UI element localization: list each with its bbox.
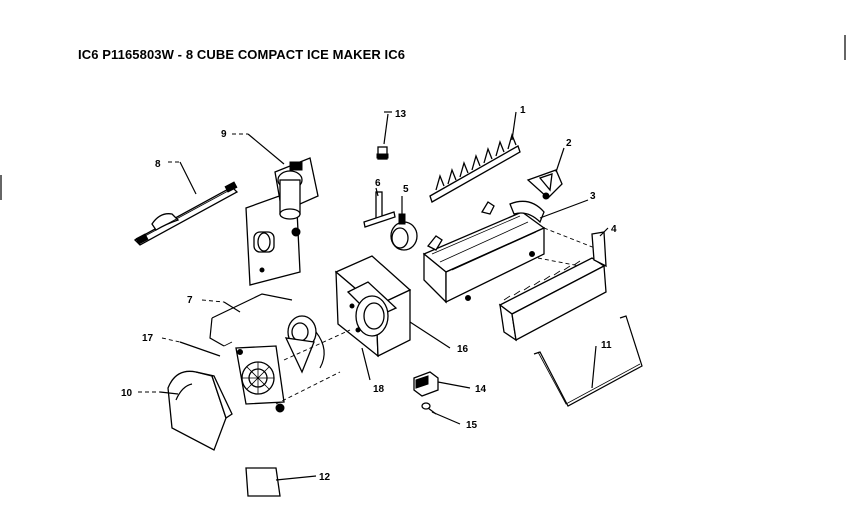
- leader-lines: [138, 111, 609, 481]
- callout-11: 11: [601, 340, 612, 351]
- callout-5: 5: [403, 184, 409, 195]
- part-4-shape: [498, 231, 607, 342]
- callout-13: 13: [395, 109, 407, 120]
- callout-6: 6: [375, 178, 381, 189]
- part-7-shape: [209, 293, 293, 347]
- callout-2: 2: [566, 138, 572, 149]
- motor-shape: [284, 315, 325, 374]
- part-9-shape: [245, 157, 319, 286]
- part-2-shape: [526, 169, 563, 200]
- callout-17: 17: [142, 333, 154, 344]
- part-11-shape: [533, 315, 643, 407]
- part-17-shape: [235, 345, 285, 413]
- part-5-shape: [390, 213, 418, 251]
- callout-16: 16: [457, 344, 469, 355]
- callout-3: 3: [590, 191, 596, 202]
- part-16-shape: [334, 255, 412, 358]
- callout-7: 7: [187, 295, 193, 306]
- callout-8: 8: [155, 159, 161, 170]
- callout-18: 18: [373, 384, 385, 395]
- callout-12: 12: [319, 472, 331, 483]
- callout-1: 1: [520, 105, 526, 116]
- diagram-title: IC6 P1165803W - 8 CUBE COMPACT ICE MAKER…: [78, 47, 406, 62]
- part-14-shape: [413, 371, 439, 397]
- part-1-shape: [429, 132, 521, 203]
- callout-14: 14: [475, 384, 487, 395]
- part-6-shape: [363, 191, 396, 228]
- part-12-shape: [245, 467, 281, 497]
- part-number-callouts: 13 1 2 3 4 6 5 9 8 7 17 10 16 18 14 15 1…: [121, 105, 617, 483]
- callout-9: 9: [221, 129, 227, 140]
- callout-4: 4: [611, 224, 617, 235]
- callout-10: 10: [121, 388, 133, 399]
- part-8-shape: [133, 181, 239, 246]
- callout-15: 15: [466, 420, 478, 431]
- part-13-shape: [376, 146, 389, 160]
- part-3-shape: [422, 200, 546, 304]
- part-10-shape: [167, 370, 233, 451]
